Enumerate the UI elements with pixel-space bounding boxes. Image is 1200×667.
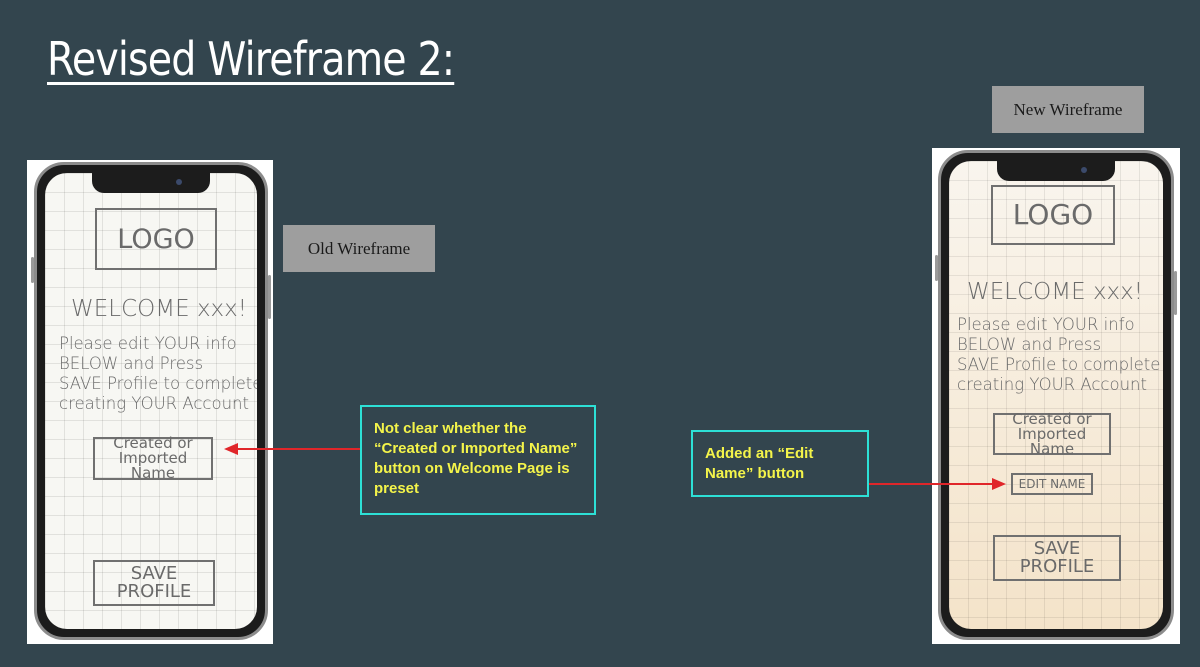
new-instructions: Please edit YOUR info BELOW and Press SA…: [957, 315, 1160, 395]
phone-side-button: [268, 275, 271, 319]
new-wireframe-tag: New Wireframe: [992, 86, 1144, 133]
old-name-button-line: Imported Name: [118, 449, 188, 482]
old-wireframe-image: LOGO WELCOME xxx! Please edit YOUR info …: [27, 160, 273, 644]
slide-title: Revised Wireframe 2:: [47, 32, 455, 86]
new-wireframe-callout: Added an “Edit Name” button: [691, 430, 869, 497]
new-instructions-line: creating YOUR Account: [957, 375, 1147, 394]
new-instructions-line: BELOW and Press: [957, 335, 1102, 354]
old-instructions-line: BELOW and Press: [59, 354, 204, 373]
phone-side-button: [935, 255, 938, 281]
old-save-button-line: PROFILE: [116, 581, 192, 602]
old-wireframe-callout: Not clear whether the “Created or Import…: [360, 405, 596, 515]
new-callout-arrow-head: [992, 478, 1006, 490]
new-logo-box: LOGO: [991, 185, 1115, 245]
new-edit-name-button[interactable]: EDIT NAME: [1011, 473, 1093, 495]
old-callout-arrow-head: [224, 443, 238, 455]
old-phone-screen: LOGO WELCOME xxx! Please edit YOUR info …: [45, 173, 257, 629]
old-instructions-line: SAVE Profile to complete: [59, 374, 257, 393]
new-instructions-line: SAVE Profile to complete: [957, 355, 1161, 374]
new-save-button-line: SAVE: [1033, 538, 1081, 559]
new-name-button-line: Imported Name: [1017, 424, 1087, 458]
phone-side-button: [1174, 271, 1177, 315]
new-welcome-text: WELCOME xxx!: [967, 279, 1143, 305]
old-save-button-line: SAVE: [130, 563, 178, 584]
new-created-imported-name-button[interactable]: Created or Imported Name: [993, 409, 1111, 458]
old-callout-text: Not clear whether the “Created or Import…: [374, 420, 578, 497]
old-created-imported-name-button[interactable]: Created or Imported Name: [93, 434, 213, 482]
new-callout-text: Added an “Edit Name” button: [705, 445, 814, 482]
new-wireframe-image: LOGO WELCOME xxx! Please edit YOUR info …: [932, 148, 1180, 644]
new-edit-name-text: EDIT NAME: [1018, 477, 1086, 491]
old-instructions-line: Please edit YOUR info: [59, 334, 237, 353]
old-wireframe-tag: Old Wireframe: [283, 225, 435, 272]
new-save-button-line: PROFILE: [1019, 556, 1095, 577]
old-logo-text: LOGO: [117, 223, 195, 255]
new-name-button-line: Created or: [1012, 409, 1092, 428]
new-logo-text: LOGO: [1012, 198, 1094, 231]
new-save-profile-button[interactable]: SAVE PROFILE: [993, 535, 1121, 581]
new-phone-mockup: LOGO WELCOME xxx! Please edit YOUR info …: [935, 150, 1177, 640]
old-instructions-line: creating YOUR Account: [59, 394, 249, 413]
new-phone-screen: LOGO WELCOME xxx! Please edit YOUR info …: [949, 161, 1163, 629]
old-name-button-line: Created or: [113, 434, 193, 452]
phone-side-button: [31, 257, 34, 283]
old-save-profile-button[interactable]: SAVE PROFILE: [93, 560, 215, 606]
old-phone-mockup: LOGO WELCOME xxx! Please edit YOUR info …: [31, 162, 271, 640]
phone-notch: [997, 161, 1115, 181]
old-logo-box: LOGO: [95, 208, 217, 270]
old-welcome-text: WELCOME xxx!: [71, 296, 247, 322]
old-instructions: Please edit YOUR info BELOW and Press SA…: [59, 334, 257, 414]
new-instructions-line: Please edit YOUR info: [957, 315, 1135, 334]
phone-notch: [92, 173, 210, 193]
